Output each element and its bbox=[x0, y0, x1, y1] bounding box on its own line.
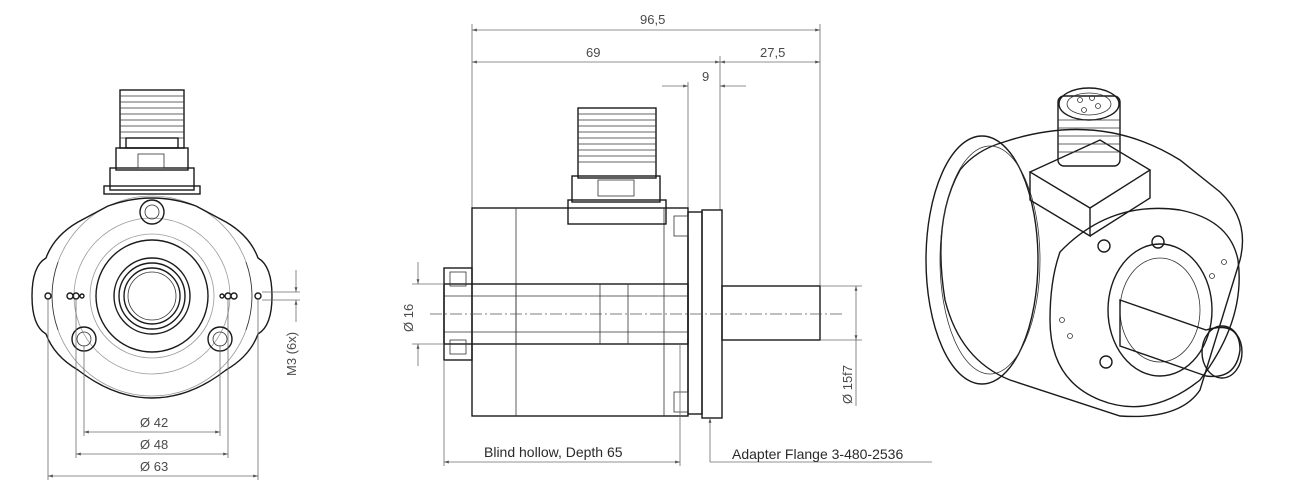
dim-bore-diameter: Ø 16 bbox=[401, 304, 416, 332]
dim-bolt-circle-48: Ø 48 bbox=[140, 437, 168, 452]
flange-outline bbox=[31, 197, 273, 399]
front-connector bbox=[103, 89, 201, 195]
dim-flange-63: Ø 63 bbox=[140, 459, 168, 474]
front-view bbox=[31, 89, 300, 480]
label-adapter-flange: Adapter Flange 3-480-2536 bbox=[732, 446, 903, 462]
dim-shaft-diameter: Ø 15f7 bbox=[840, 365, 855, 404]
dim-shaft-length: 27,5 bbox=[760, 45, 785, 60]
dim-m3-holes: M3 (6x) bbox=[284, 332, 299, 376]
side-view bbox=[412, 24, 932, 466]
dim-flange-offset: 9 bbox=[702, 69, 709, 84]
label-blind-hollow: Blind hollow, Depth 65 bbox=[484, 444, 623, 460]
isometric-view bbox=[925, 87, 1244, 418]
dim-overall-length: 96,5 bbox=[640, 12, 665, 27]
dim-bolt-circle-42: Ø 42 bbox=[140, 415, 168, 430]
dim-body-length: 69 bbox=[586, 45, 600, 60]
